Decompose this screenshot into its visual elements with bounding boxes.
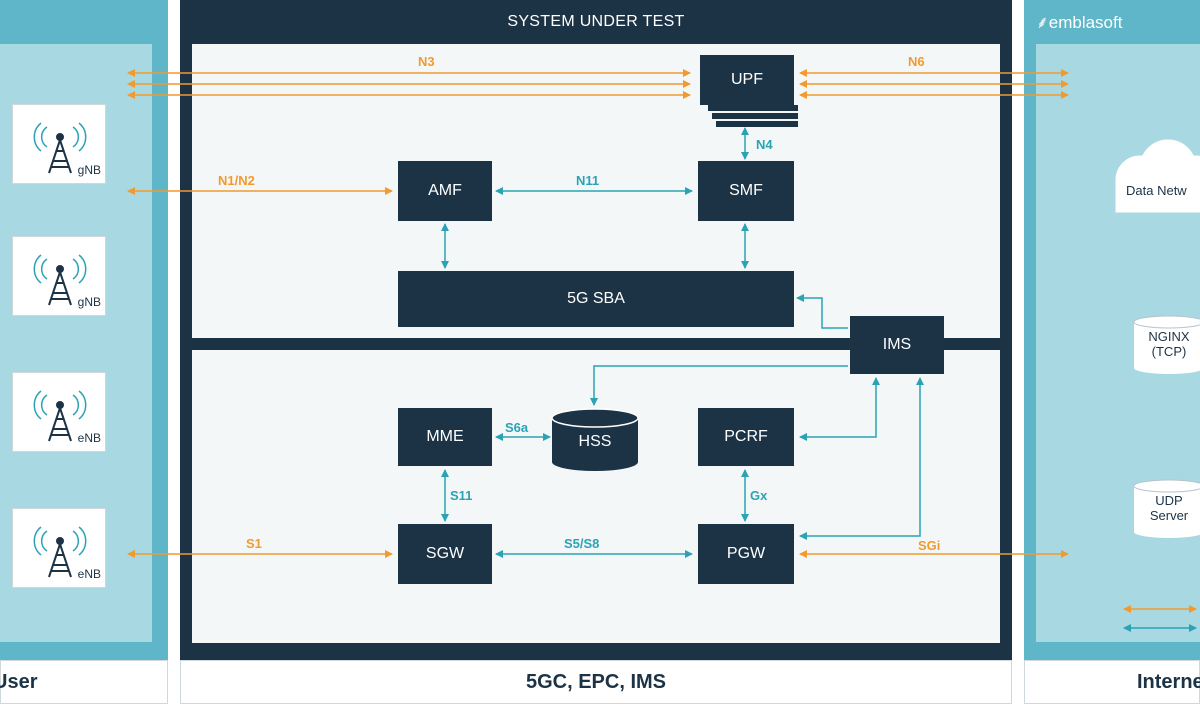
udp-label: UDP	[1155, 493, 1183, 508]
footer-internet: Internet	[1024, 660, 1200, 704]
hss-node[interactable]: HSS	[578, 433, 612, 450]
udp-server-label: Server	[1149, 508, 1189, 523]
sba-bus[interactable]: 5G SBA	[398, 271, 794, 327]
n3-label: N3	[418, 54, 435, 69]
emblasoft-logo: ⸙emblasoft	[1036, 10, 1122, 33]
ims-node[interactable]: IMS	[850, 316, 944, 374]
nginx-protocol: (TCP)	[1151, 344, 1187, 359]
ran-cell-gnb-2: gNB	[12, 236, 106, 316]
n6-label: N6	[908, 54, 925, 69]
pgw-node[interactable]: PGW	[698, 524, 794, 584]
n1n2-label: N1/N2	[218, 173, 255, 188]
antenna-tower-icon	[33, 526, 87, 578]
upf-node[interactable]: UPF	[700, 55, 794, 105]
smf-node[interactable]: SMF	[698, 161, 794, 221]
cell-label: eNB	[77, 567, 101, 581]
data-network-label: Data Netw	[1126, 183, 1187, 198]
gx-label: Gx	[750, 488, 768, 503]
sgi-label: SGi	[918, 538, 941, 553]
ran-cell-enb-2: eNB	[12, 508, 106, 588]
n4-label: N4	[756, 137, 773, 152]
ran-cell-gnb-1: gNB	[12, 104, 106, 184]
nginx-label: NGINX	[1148, 329, 1190, 344]
s1-label: S1	[246, 536, 262, 551]
cell-label: gNB	[77, 163, 101, 177]
cell-label: gNB	[77, 295, 101, 309]
udp-server[interactable]: UDP Server	[1134, 493, 1200, 523]
s11-label: S11	[450, 488, 473, 503]
amf-node[interactable]: AMF	[398, 161, 492, 221]
nginx-server[interactable]: NGINX (TCP)	[1134, 329, 1200, 359]
s5s8-label: S5/S8	[564, 536, 600, 551]
antenna-tower-icon	[33, 254, 87, 306]
footer-user: User	[0, 660, 168, 704]
antenna-tower-icon	[33, 390, 87, 442]
udp-cylinder-shape	[1133, 479, 1200, 538]
data-network-cloud-shape	[1115, 139, 1200, 213]
s6a-label: S6a	[505, 420, 529, 435]
sba-ims-line	[796, 294, 848, 329]
pgw-ims-line	[799, 377, 924, 540]
hss-ims-line	[590, 365, 848, 406]
pcrf-node[interactable]: PCRF	[698, 408, 794, 466]
upf-stack-shape	[708, 105, 798, 127]
brand-name: emblasoft	[1048, 13, 1123, 32]
mme-node[interactable]: MME	[398, 408, 492, 466]
system-under-test-title: SYSTEM UNDER TEST	[507, 13, 685, 30]
antenna-tower-icon	[33, 122, 87, 174]
footer-core: 5GC, EPC, IMS	[180, 660, 1012, 704]
nginx-cylinder-shape	[1133, 315, 1200, 374]
sgw-node[interactable]: SGW	[398, 524, 492, 584]
ran-cell-enb-1: eNB	[12, 372, 106, 452]
cell-label: eNB	[77, 431, 101, 445]
n11-label: N11	[576, 173, 600, 188]
pcrf-ims-line	[799, 377, 880, 441]
logo-mark-icon: ⸙	[1036, 13, 1049, 32]
hss-cylinder-shape	[551, 408, 639, 471]
